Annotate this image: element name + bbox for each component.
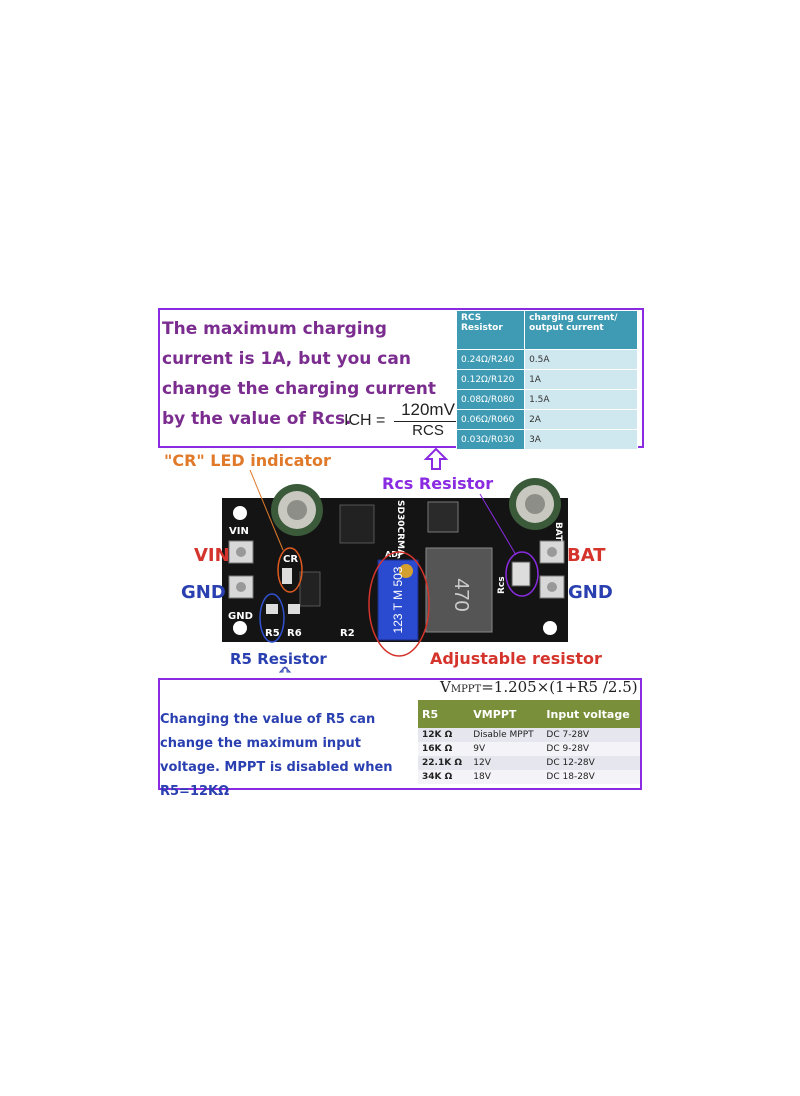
- mounting-hole: [233, 621, 247, 635]
- input-voltage-value: DC 7-28V: [542, 728, 640, 742]
- cr-led-label: "CR" LED indicator: [164, 451, 331, 470]
- table-header: RCS Resistor: [455, 310, 526, 350]
- rcs-value: 0.08Ω/R080: [455, 389, 526, 410]
- rcs-resistor-table: RCS Resistor charging current/ output cu…: [455, 310, 638, 450]
- mounting-hole: [233, 506, 247, 520]
- adjustable-highlight-circle: [368, 551, 430, 657]
- r5-value: 22.1K Ω: [418, 756, 470, 770]
- bat-label: BAT: [567, 545, 606, 566]
- ic-chip: [339, 504, 375, 544]
- vmppt-value: 12V: [469, 756, 543, 770]
- vmppt-formula: VMPPT=1.205×(1+R5 /2.5): [440, 678, 638, 696]
- formula-denominator: RCS: [412, 422, 444, 439]
- silk-vin: VIN: [229, 526, 249, 537]
- rcs-pointer: [479, 493, 517, 556]
- current-value: 2A: [524, 409, 638, 430]
- silk-adj: ADJ: [385, 550, 401, 559]
- mppt-box: VMPPT=1.205×(1+R5 /2.5) Changing the val…: [158, 678, 642, 799]
- input-voltage-value: DC 12-28V: [542, 756, 640, 770]
- vmppt-subscript: MPPT: [450, 684, 482, 695]
- silk-cr: CR: [283, 554, 298, 565]
- potentiometer-label: 123 T M 503: [391, 566, 405, 633]
- current-value: 3A: [524, 429, 638, 450]
- r5-highlight-circle: [259, 593, 285, 643]
- formula-lhs: ICH =: [344, 412, 386, 429]
- table-header: R5: [418, 700, 470, 728]
- formula-fraction-bar: [394, 421, 460, 422]
- ic-chip: [299, 571, 321, 607]
- silk-rcs: Rcs: [497, 576, 507, 594]
- charging-current-description: The maximum charging current is 1A, but …: [162, 319, 436, 429]
- inductor-label: 470: [450, 578, 472, 611]
- r5-value: 12K Ω: [418, 728, 470, 742]
- vmppt-value: 9V: [469, 742, 543, 756]
- input-voltage-value: DC 18-28V: [542, 770, 640, 784]
- adjustable-resistor-label: Adjustable resistor: [430, 649, 602, 668]
- rcs-value: 0.24Ω/R240: [455, 349, 526, 370]
- current-value: 0.5A: [524, 349, 638, 370]
- gnd-left-label: GND: [181, 582, 226, 603]
- rcs-highlight-circle: [505, 551, 539, 597]
- vmppt-prefix: V: [440, 678, 451, 696]
- table-header: VMPPT: [469, 700, 543, 728]
- r5-value: 34K Ω: [418, 770, 470, 784]
- cr-pointer: [249, 469, 284, 551]
- vin-label: VIN: [194, 545, 230, 566]
- table-header: Input voltage: [542, 700, 640, 728]
- r5-value: 16K Ω: [418, 742, 470, 756]
- diode: [427, 501, 459, 533]
- silk-gnd: GND: [228, 611, 253, 622]
- arrow-down-icon: [278, 666, 292, 673]
- silk-r6: R6: [287, 628, 302, 639]
- silk-chip: SD30CRMA: [395, 500, 405, 556]
- resistor-rcs: [511, 561, 531, 587]
- input-voltage-value: DC 9-28V: [542, 742, 640, 756]
- silk-r2: R2: [340, 628, 355, 639]
- led-cr: [282, 568, 292, 584]
- silk-r5: R5: [265, 628, 280, 639]
- gnd-right-label: GND: [568, 582, 613, 603]
- rcs-value: 0.03Ω/R030: [455, 429, 526, 450]
- charging-current-formula: ICH = 120mV RCS: [344, 400, 464, 442]
- table-header: charging current/ output current: [524, 310, 638, 350]
- rcs-resistor-label: Rcs Resistor: [382, 474, 494, 493]
- inductor: [425, 547, 493, 633]
- vmppt-expression: =1.205×(1+R5 /2.5): [481, 678, 638, 696]
- mounting-hole: [543, 621, 557, 635]
- r5-resistor-label: R5 Resistor: [230, 650, 327, 668]
- charging-current-box: The maximum charging current is 1A, but …: [158, 308, 644, 450]
- vmppt-value: Disable MPPT: [469, 728, 543, 742]
- mppt-description: Changing the value of R5 can change the …: [160, 712, 393, 799]
- cr-highlight-circle: [277, 547, 303, 593]
- formula-numerator: 120mV: [401, 400, 455, 419]
- arrow-up-icon: [423, 447, 449, 470]
- current-value: 1A: [524, 369, 638, 390]
- resistor-r6: [288, 604, 300, 614]
- resistor-r5: [266, 604, 278, 614]
- vmppt-value: 18V: [469, 770, 543, 784]
- silk-bat: BAT: [553, 522, 563, 542]
